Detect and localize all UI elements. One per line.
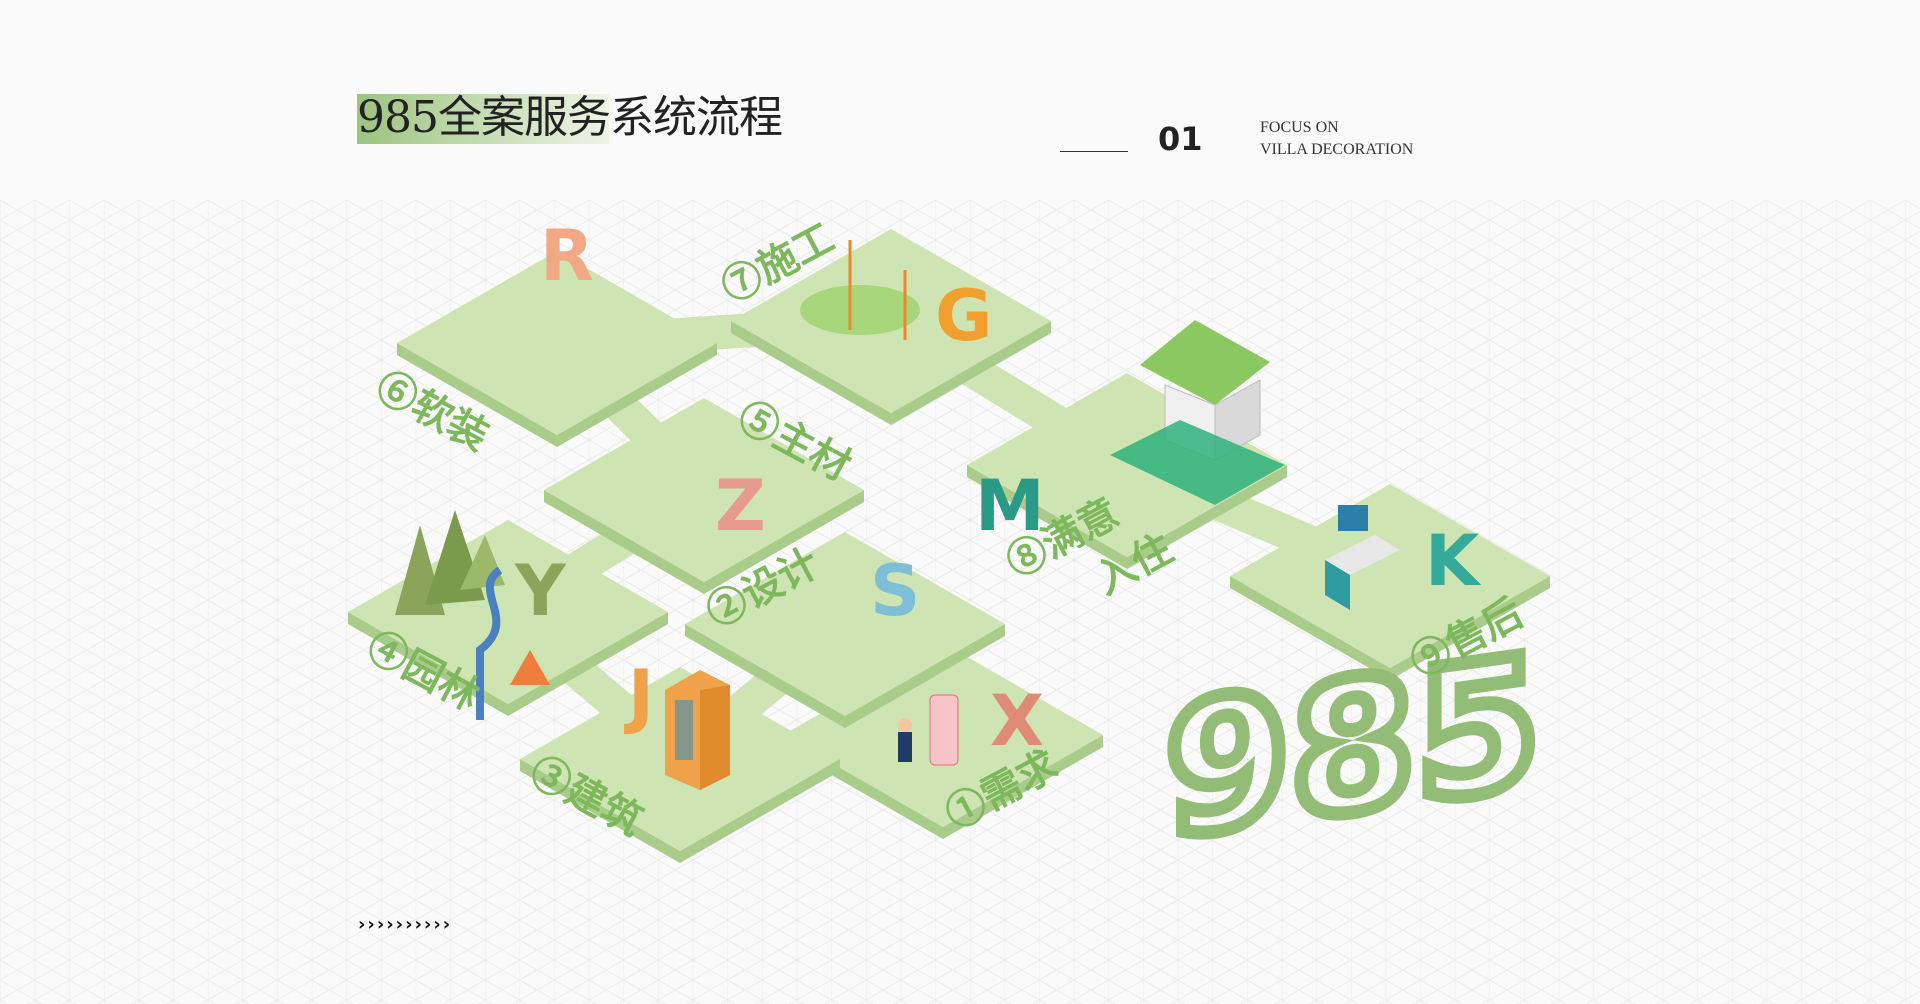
house-illustration <box>1110 320 1285 505</box>
mountains-illustration <box>395 510 550 720</box>
focus-caption: FOCUS ON VILLA DECORATION <box>1260 117 1413 161</box>
construction-illustration <box>800 240 920 340</box>
letter-g: G <box>935 275 992 357</box>
step-tile-2 <box>685 532 1005 728</box>
title-highlight <box>357 94 609 144</box>
tile-top <box>1230 484 1550 668</box>
page-title: 985全案服务系统流程 <box>357 92 783 143</box>
focus-line-1: FOCUS ON <box>1260 119 1339 136</box>
step-letters: X S J Y Z R G M K <box>514 215 1482 762</box>
divider-line <box>1060 151 1128 152</box>
tile-top <box>397 251 717 435</box>
step-tile-5 <box>544 398 864 594</box>
step-tile-6 <box>397 251 717 447</box>
letter-r: R <box>540 215 594 297</box>
tile-top <box>685 532 1005 716</box>
desk-illustration <box>1325 505 1400 610</box>
step-tile-9 <box>1230 484 1550 680</box>
letter-x: X <box>990 680 1044 762</box>
letter-z: Z <box>715 465 766 547</box>
phone-illustration <box>898 694 959 766</box>
focus-line-2: VILLA DECORATION <box>1260 141 1414 158</box>
letter-k: K <box>1425 520 1482 602</box>
chevron-arrows-icon: ›››››››››› <box>358 914 453 935</box>
logo-985: 985 <box>1158 609 1548 886</box>
section-number: 01 <box>1158 120 1203 158</box>
letter-y: Y <box>514 550 567 632</box>
building-illustration <box>665 670 730 790</box>
tile-top <box>544 398 864 582</box>
letter-s: S <box>870 550 920 632</box>
letter-j: J <box>624 655 654 737</box>
logo-985-text: 985 <box>1165 616 1541 879</box>
letter-m: M <box>975 465 1045 547</box>
